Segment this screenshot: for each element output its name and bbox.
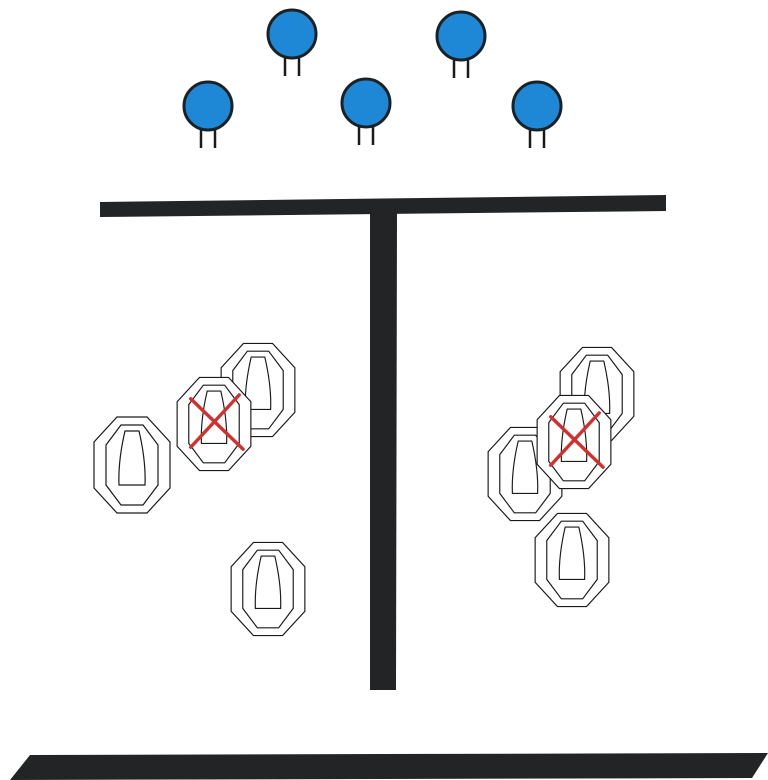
walls-layer xyxy=(10,195,768,780)
steel-popper-icon xyxy=(182,80,234,148)
no-shoot-target xyxy=(176,376,252,472)
paper-targets-layer xyxy=(93,342,635,637)
no-shoot-target xyxy=(536,394,612,490)
vertical-divider-wall xyxy=(370,210,397,690)
fault-line xyxy=(10,753,768,780)
shoot-target xyxy=(93,416,171,514)
shoot-target xyxy=(230,541,306,637)
ipsc-target-icon xyxy=(230,541,306,637)
ipsc-target-icon xyxy=(534,512,610,608)
upper-horizontal-wall xyxy=(100,195,666,217)
steel-popper-icon xyxy=(266,8,318,76)
shoot-target xyxy=(534,512,610,608)
ipsc-target-icon xyxy=(93,416,171,514)
red-x-icon xyxy=(189,393,245,451)
steel-popper-icon xyxy=(340,77,392,145)
red-x-icon xyxy=(549,411,605,469)
steel-popper-icon xyxy=(511,80,563,148)
steel-layer xyxy=(182,8,563,148)
steel-popper-icon xyxy=(435,10,487,78)
